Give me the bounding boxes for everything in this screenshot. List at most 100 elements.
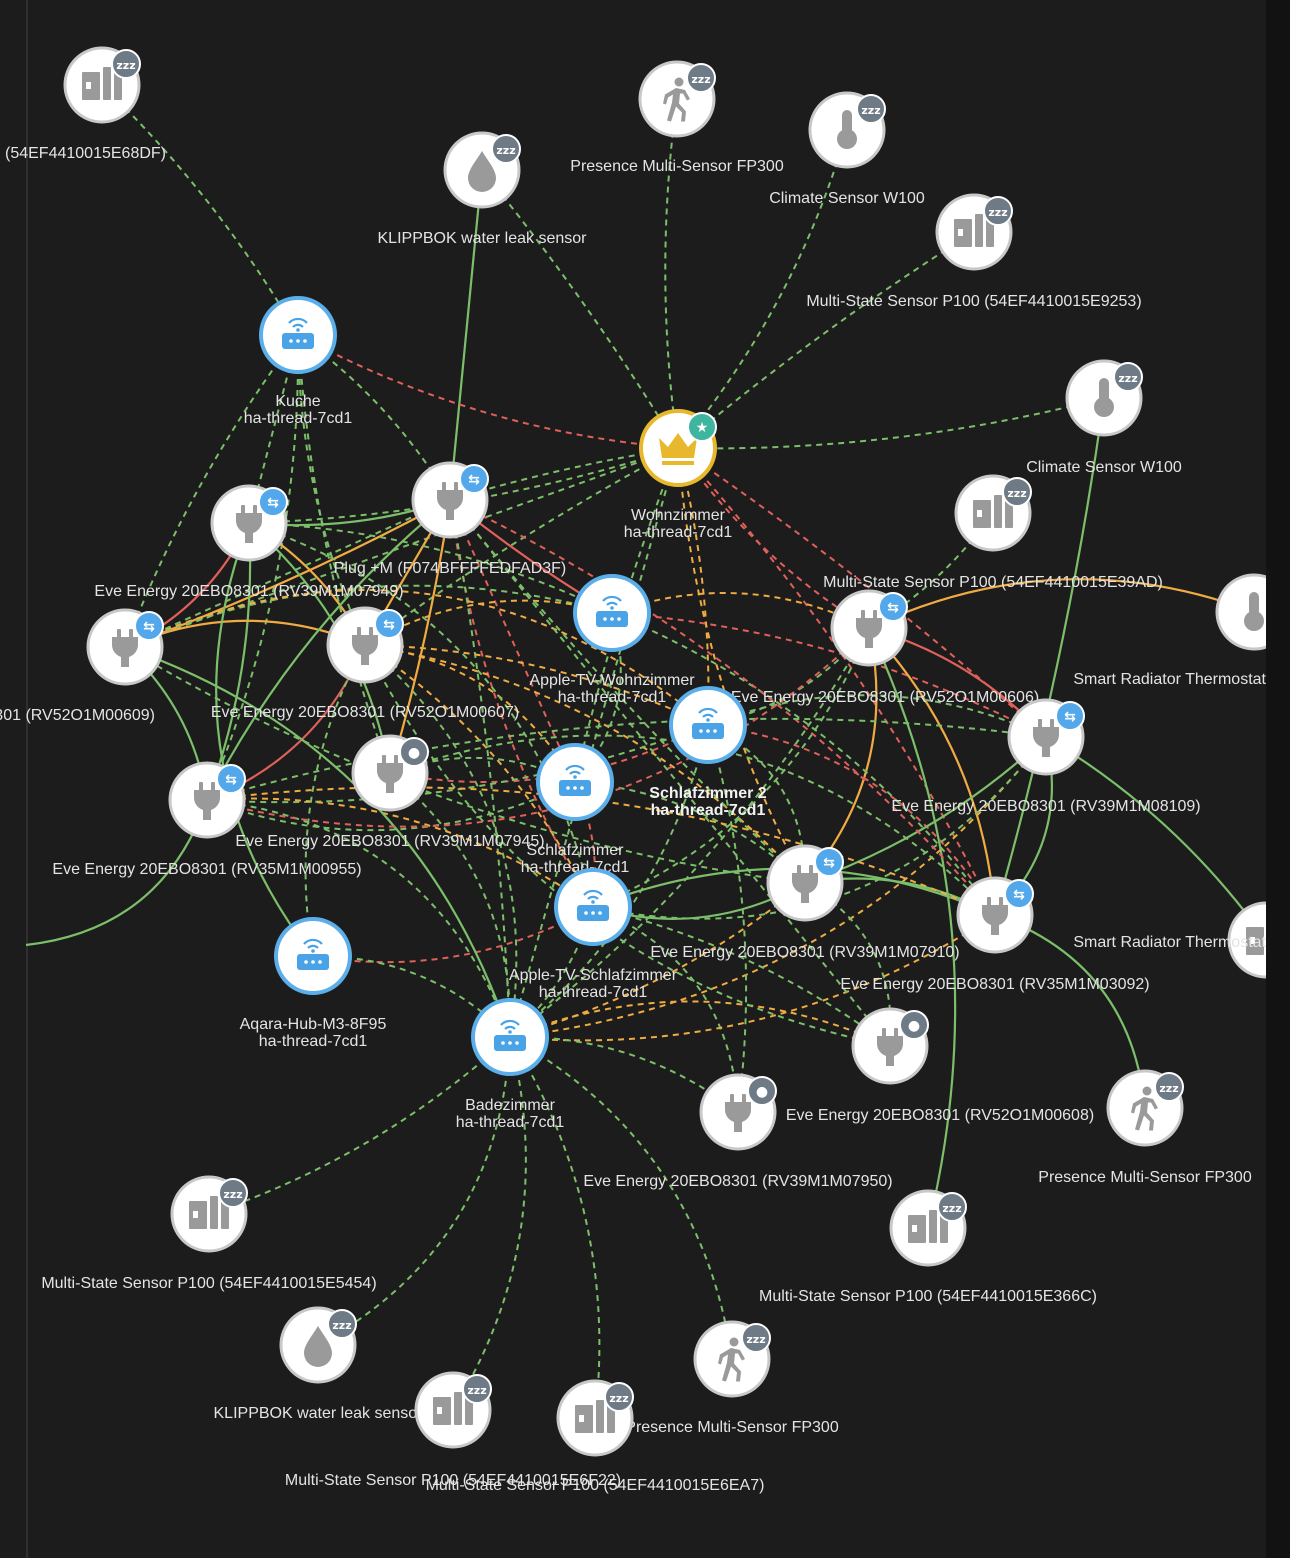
device-name-label: Eve Energy 20EBO8301 (RV52O1M00606) <box>731 689 1039 706</box>
svg-text:zzz: zzz <box>116 59 135 72</box>
device-node-n18[interactable]: ⇆Eve Energy 20EBO8301 (RV39M1M08109) <box>891 698 1201 815</box>
device-node-n15[interactable]: ⇆ Eve Energy 20EBO8301 (RV52O1M00606) <box>731 589 1039 706</box>
svg-text:⇆: ⇆ <box>143 619 155 635</box>
link-n24-n9 <box>449 499 996 916</box>
link-n1-n6 <box>101 84 299 336</box>
device-node-n21[interactable]: ⇆Eve Energy 20EBO8301 (RV35M1M00955) <box>52 761 362 878</box>
device-node-n24[interactable]: ⇆Eve Energy 20EBO8301 (RV35M1M03092) <box>840 876 1150 993</box>
device-name-label: Eve Energy 20EBO8301 (RV39M1M07945) <box>235 833 544 850</box>
link-n21-n18 <box>206 717 1047 801</box>
sleep-badge-icon: zzz <box>983 196 1013 226</box>
device-node-n13[interactable]: ⇆Eve Energy 20EBO8301 (RV52O1M00607) <box>211 606 519 721</box>
sleep-badge-icon: zzz <box>1113 362 1143 392</box>
svg-text:●: ● <box>408 745 420 761</box>
svg-text:⇆: ⇆ <box>225 772 237 788</box>
link-n3-n8 <box>677 129 848 449</box>
network-name-label: ha-thread-7cd1 <box>624 524 733 541</box>
device-node-n22[interactable]: ⇆Eve Energy 20EBO8301 (RV39M1M07910) <box>650 844 960 961</box>
sleep-badge-icon: zzz <box>604 1382 634 1412</box>
link-n21-n9 <box>206 499 451 801</box>
device-name-label: Eve Energy 20EBO8301 (RV39M1M07910) <box>650 944 959 961</box>
device-name-label: Multi-State Sensor P100 (54EF4410015E68D… <box>0 145 166 162</box>
svg-text:zzz: zzz <box>1007 487 1026 500</box>
svg-text:zzz: zzz <box>223 1188 242 1201</box>
end-device-badge-icon: ● <box>747 1076 777 1106</box>
link-n20-n21 <box>206 781 576 832</box>
device-node-n12[interactable]: ⇆Eve Energy 20EBO8301 (RV52O1M00609) <box>0 608 164 724</box>
device-node-n17[interactable]: Schlafzimmer 2ha-thread-7cd1 <box>649 686 767 819</box>
svg-text:⇆: ⇆ <box>468 472 480 488</box>
device-node-n28[interactable]: ●Eve Energy 20EBO8301 (RV39M1M07950) <box>583 1073 893 1190</box>
end-device-badge-icon: ● <box>399 737 429 767</box>
link-n23-n27 <box>592 906 891 1047</box>
device-name-label: Multi-State Sensor P100 (54EF4410015E366… <box>759 1288 1097 1305</box>
link-n15-n21 <box>206 627 870 828</box>
network-name-label: ha-thread-7cd1 <box>456 1114 565 1131</box>
link-n18-n26 <box>509 736 1047 1038</box>
device-name-label: Badezimmer <box>465 1097 555 1114</box>
link-n15-n24 <box>868 627 997 916</box>
sleep-badge-icon: zzz <box>327 1309 357 1339</box>
device-node-n16[interactable]: Smart Radiator Thermostat <box>1073 573 1266 688</box>
network-name-label: ha-thread-7cd1 <box>558 689 667 706</box>
svg-text:zzz: zzz <box>1118 372 1137 385</box>
router-badge-icon: ⇆ <box>878 592 908 622</box>
sleep-badge-icon: zzz <box>937 1192 967 1222</box>
link-n6-n19 <box>297 334 391 774</box>
link-n21-n23 <box>206 797 594 908</box>
link-n26-n30 <box>208 1036 511 1215</box>
link-n17-n18 <box>707 694 1047 738</box>
sleep-badge-icon: zzz <box>491 134 521 164</box>
device-name-label: Aqara-Hub-M3-8F95 <box>240 1016 387 1033</box>
device-node-n9[interactable]: ⇆Plug +M (F074BFFFFEDFAD3F) <box>334 461 567 577</box>
svg-text:●: ● <box>908 1018 920 1034</box>
device-node-n10[interactable]: ⇆ Eve Energy 20EBO8301 (RV39M1M07949) <box>94 484 404 600</box>
link-n18-n36 <box>1045 736 1266 941</box>
link-n9-n26 <box>449 499 511 1038</box>
router-badge-icon: ⇆ <box>134 611 164 641</box>
device-name-label: Eve Energy 20EBO8301 (RV39M1M07949) <box>94 583 403 600</box>
link-n6-n12 <box>124 334 299 648</box>
link-n9-n20 <box>449 499 576 783</box>
link-n8-n20 <box>574 447 679 783</box>
router-badge-icon: ⇆ <box>258 487 288 517</box>
link-n17-n19 <box>389 724 709 783</box>
device-name-label: Schlafzimmer <box>527 842 625 859</box>
device-node-n36[interactable]: Smart Radiator Thermostat <box>1073 901 1266 979</box>
link-n21-n26 <box>206 799 511 1038</box>
sleep-badge-icon: zzz <box>462 1374 492 1404</box>
link-n18-n23 <box>592 736 1047 920</box>
star-badge-icon: ★ <box>687 412 717 442</box>
link-n2-n8 <box>664 98 679 449</box>
device-name-label: Eve Energy 20EBO8301 (RV52O1M00608) <box>786 1107 1094 1124</box>
link-n7-n24 <box>993 397 1106 916</box>
device-node-n19[interactable]: ● Eve Energy 20EBO8301 (RV39M1M07945) <box>235 734 545 850</box>
link-n4-n9 <box>448 169 484 501</box>
link-n8-n10 <box>248 447 679 524</box>
svg-text:★: ★ <box>696 420 709 436</box>
link-n6-n21 <box>206 334 300 801</box>
device-node-n27[interactable]: ● Eve Energy 20EBO8301 (RV52O1M00608) <box>786 1007 1094 1124</box>
